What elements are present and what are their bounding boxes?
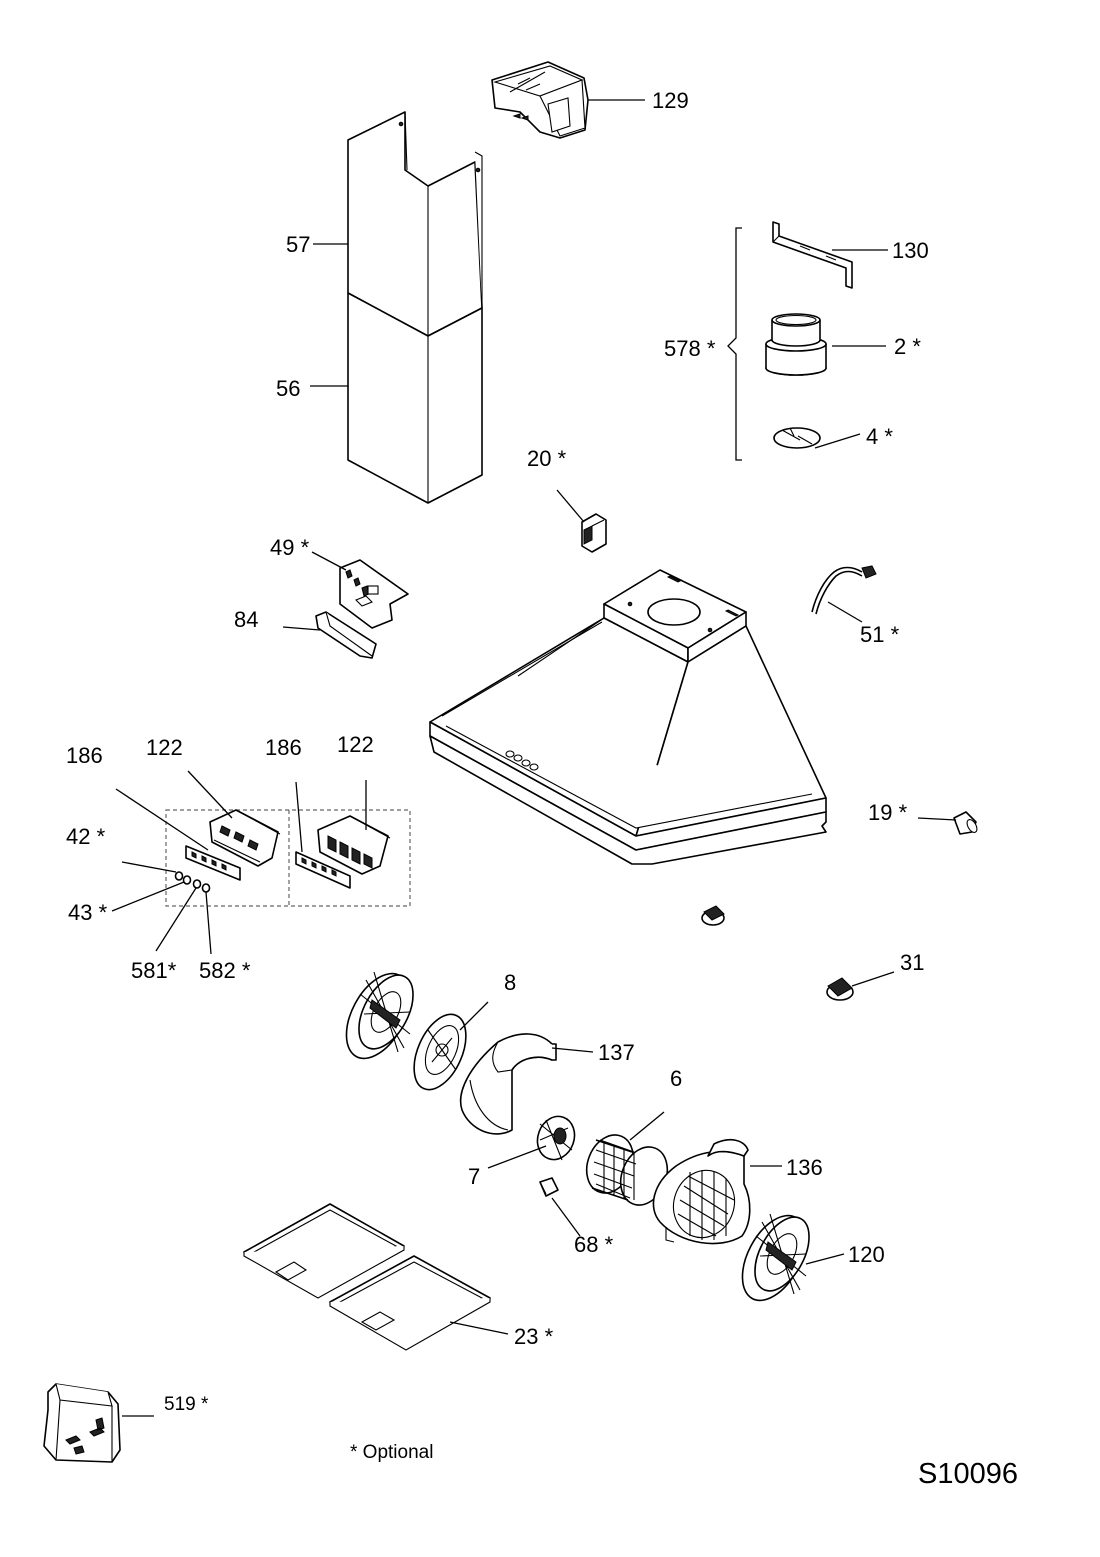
part-20-switch — [581, 513, 607, 553]
part-49-control-board — [339, 559, 409, 629]
part-31-knob — [826, 977, 854, 1001]
part-23-grease-filter-front — [329, 1255, 491, 1351]
label-582: 582 * — [199, 958, 251, 983]
part-186-left-panel — [185, 845, 241, 881]
label-122-right: 122 — [337, 732, 374, 757]
label-120: 120 — [848, 1242, 885, 1267]
part-120-front-grille — [741, 1213, 810, 1302]
part-4-damper-flap — [773, 427, 821, 449]
part-7-motor — [536, 1115, 576, 1161]
part-130-wall-bracket — [772, 221, 853, 289]
optional-legend: * Optional — [350, 1442, 433, 1463]
part-186-right-panel — [295, 851, 351, 889]
label-129: 129 — [652, 88, 689, 113]
part-137-scroll-housing — [459, 1033, 557, 1135]
part-unlabeled-rear-grille — [345, 971, 414, 1060]
label-56: 56 — [276, 376, 300, 401]
label-23: 23 * — [514, 1324, 554, 1349]
label-7: 7 — [468, 1164, 480, 1189]
label-578: 578 * — [664, 336, 716, 361]
parts-42-43-581-582-small-caps — [174, 871, 211, 893]
drawing-code: S10096 — [918, 1458, 1018, 1490]
label-186-right: 186 — [265, 735, 302, 760]
part-136-scroll-housing — [652, 1138, 751, 1245]
label-137: 137 — [598, 1040, 635, 1065]
part-23-grease-filter-rear — [243, 1203, 405, 1299]
label-4: 4 * — [866, 424, 893, 449]
switch-kit-box — [165, 809, 411, 907]
label-130: 130 — [892, 238, 929, 263]
label-581: 581* — [131, 958, 177, 983]
label-20: 20 * — [527, 446, 567, 471]
label-122-left: 122 — [146, 735, 183, 760]
loose-knob — [701, 905, 725, 926]
part-56-lower-chimney — [347, 292, 483, 504]
label-519: 519 * — [164, 1394, 209, 1415]
label-42: 42 * — [66, 824, 106, 849]
part-57-upper-chimney — [347, 111, 483, 337]
label-57: 57 — [286, 232, 310, 257]
label-51: 51 * — [860, 622, 900, 647]
label-6: 6 — [670, 1066, 682, 1091]
label-2: 2 * — [894, 334, 921, 359]
label-43: 43 * — [68, 900, 108, 925]
label-68: 68 * — [574, 1232, 614, 1257]
label-136: 136 — [786, 1155, 823, 1180]
label-31: 31 — [900, 950, 924, 975]
part-519-fixings-bag — [43, 1383, 121, 1463]
part-51-power-cable — [811, 565, 877, 615]
part-19-lamp — [953, 811, 978, 835]
label-186-left: 186 — [66, 743, 103, 768]
part-labels: 129 57 56 130 578 * 2 * 4 * 20 * 49 * 84… — [66, 88, 929, 1415]
label-49: 49 * — [270, 535, 310, 560]
part-8-motor-plate — [413, 1013, 467, 1091]
label-19: 19 * — [868, 800, 908, 825]
label-84: 84 — [234, 607, 258, 632]
part-2-duct-ring — [765, 313, 827, 376]
hood-canopy — [429, 569, 827, 865]
part-84-housing-cover — [315, 611, 377, 659]
part-129-duct-connector — [491, 61, 589, 139]
part-68-capacitor — [539, 1177, 559, 1197]
part-122-left-switch — [209, 809, 281, 867]
kit-578-bracket — [727, 227, 742, 461]
label-8: 8 — [504, 970, 516, 995]
part-122-right-switch — [317, 815, 391, 875]
